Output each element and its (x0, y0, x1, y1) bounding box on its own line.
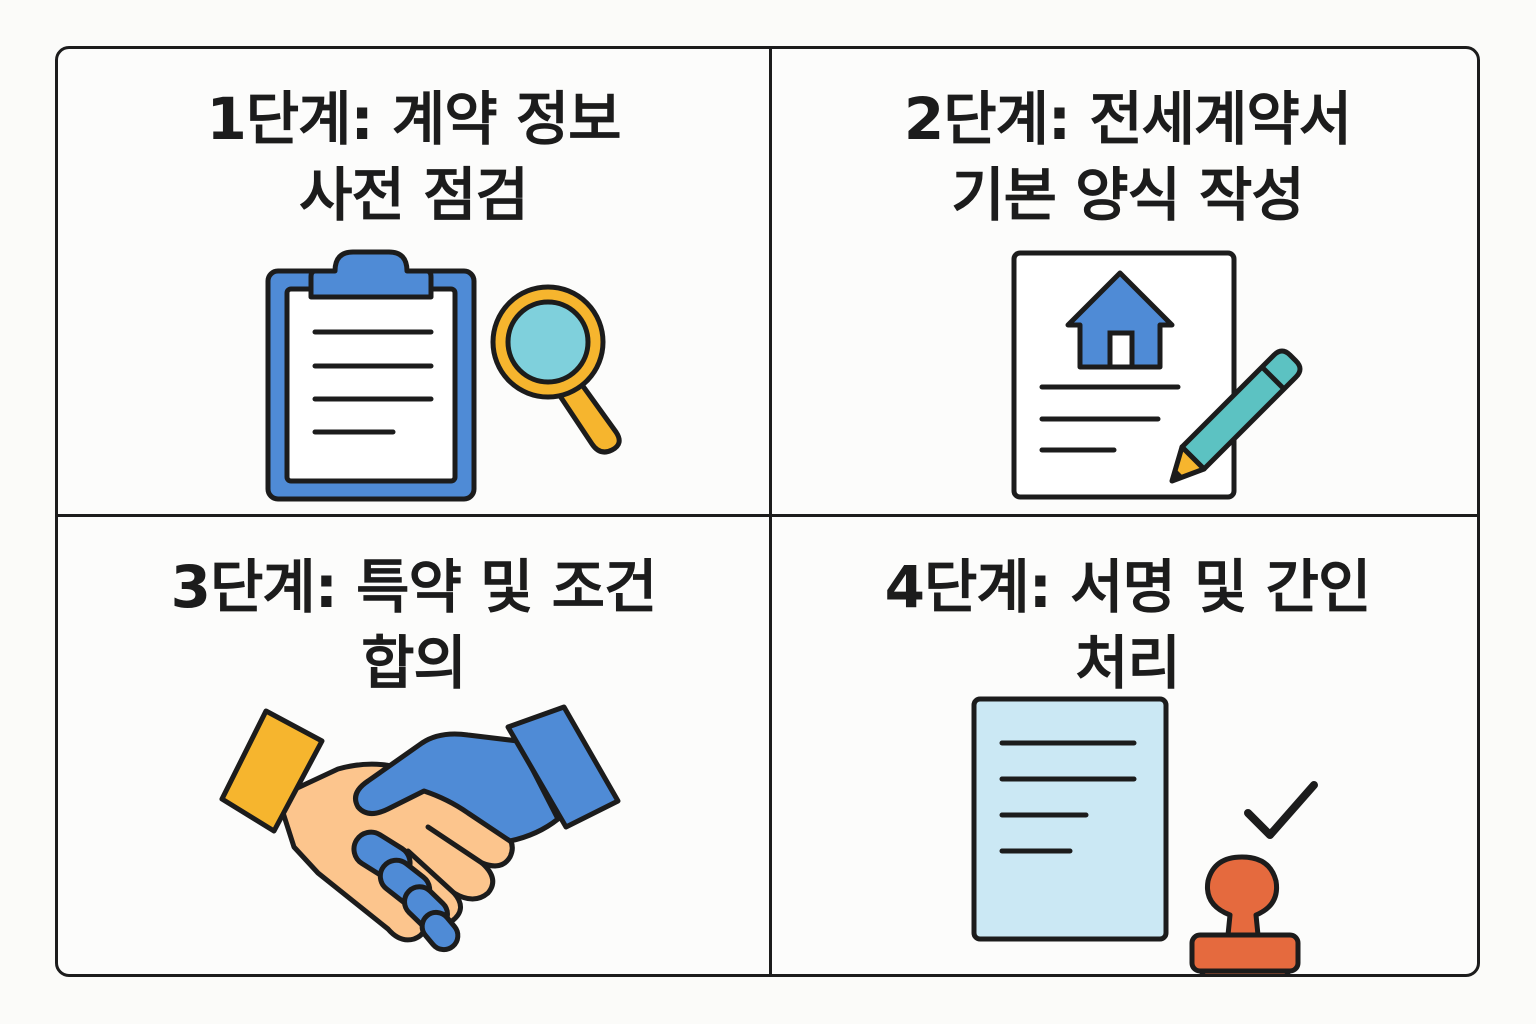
step-3-title-line1: 3단계: 특약 및 조건 (170, 553, 658, 621)
step-1-panel: 1단계: 계약 정보 사전 점검 (58, 49, 769, 514)
step-2-title-line1: 2단계: 전세계약서 (903, 85, 1352, 153)
step-4-title-line2: 처리 (1075, 629, 1181, 697)
step-2-title-line2: 기본 양식 작성 (951, 161, 1305, 229)
step-2-title: 2단계: 전세계약서 기본 양식 작성 (772, 81, 1477, 233)
house-document-icon (1011, 250, 1237, 500)
step-2-panel: 2단계: 전세계약서 기본 양식 작성 (772, 49, 1477, 514)
step-4-title-line1: 4단계: 서명 및 간인 (884, 553, 1372, 621)
step-3-title: 3단계: 특약 및 조건 합의 (58, 549, 769, 701)
step-1-title-line1: 1단계: 계약 정보 (206, 85, 621, 153)
step-1-title-line2: 사전 점검 (299, 161, 529, 229)
clipboard-icon (265, 249, 477, 502)
handshake-icon (219, 704, 621, 953)
signed-document-icon (971, 696, 1169, 942)
step-3-title-line2: 합의 (361, 629, 467, 697)
step-3-panel: 3단계: 특약 및 조건 합의 (58, 517, 769, 974)
vertical-divider (769, 49, 772, 974)
checkmark-icon (1244, 781, 1318, 839)
step-4-title: 4단계: 서명 및 간인 처리 (772, 549, 1477, 701)
horizontal-divider (58, 514, 1477, 517)
step-4-panel: 4단계: 서명 및 간인 처리 (772, 517, 1477, 974)
steps-grid: 1단계: 계약 정보 사전 점검 2단계: 전세계약서 기본 양식 작성 (55, 46, 1480, 977)
magnifying-glass-icon (490, 284, 622, 455)
step-1-title: 1단계: 계약 정보 사전 점검 (58, 81, 769, 233)
stamp-icon (1189, 854, 1301, 974)
pencil-icon (1169, 348, 1303, 484)
